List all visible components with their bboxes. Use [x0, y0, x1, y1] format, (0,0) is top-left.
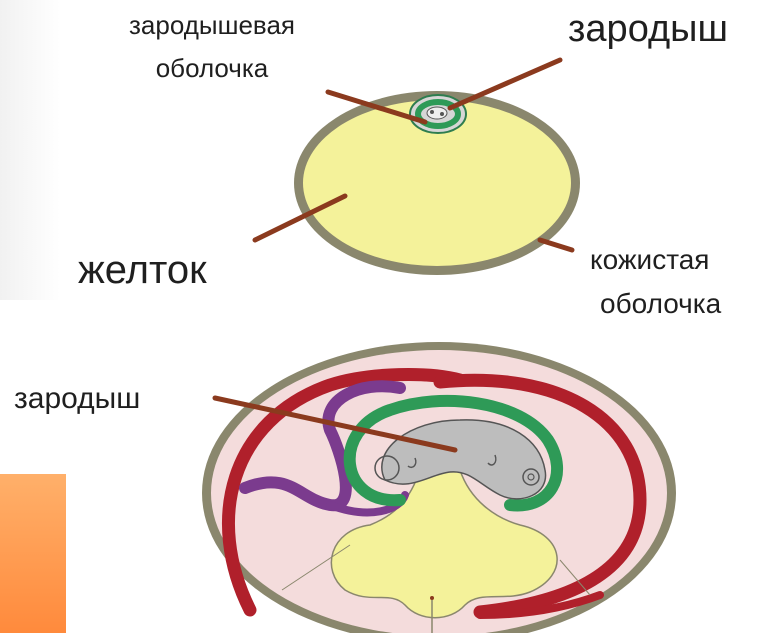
- embryo-top-label: зародыш: [568, 10, 728, 48]
- germ-shell-label-line2: оболочка: [112, 55, 312, 81]
- embryo-top-pointer: [450, 60, 560, 108]
- leathery-shell-label-line1: кожистая: [590, 246, 709, 274]
- top-egg: [294, 91, 580, 275]
- bottom-egg: [202, 342, 676, 633]
- germ-disc: [410, 95, 466, 133]
- leathery-shell-pointer: [540, 240, 572, 250]
- leathery-shell-label-line2: оболочка: [600, 290, 721, 318]
- yolk-label: желток: [78, 250, 207, 290]
- germ-shell-label-line1: зародышевая: [112, 12, 312, 38]
- embryo-bottom-label: зародыш: [14, 384, 140, 414]
